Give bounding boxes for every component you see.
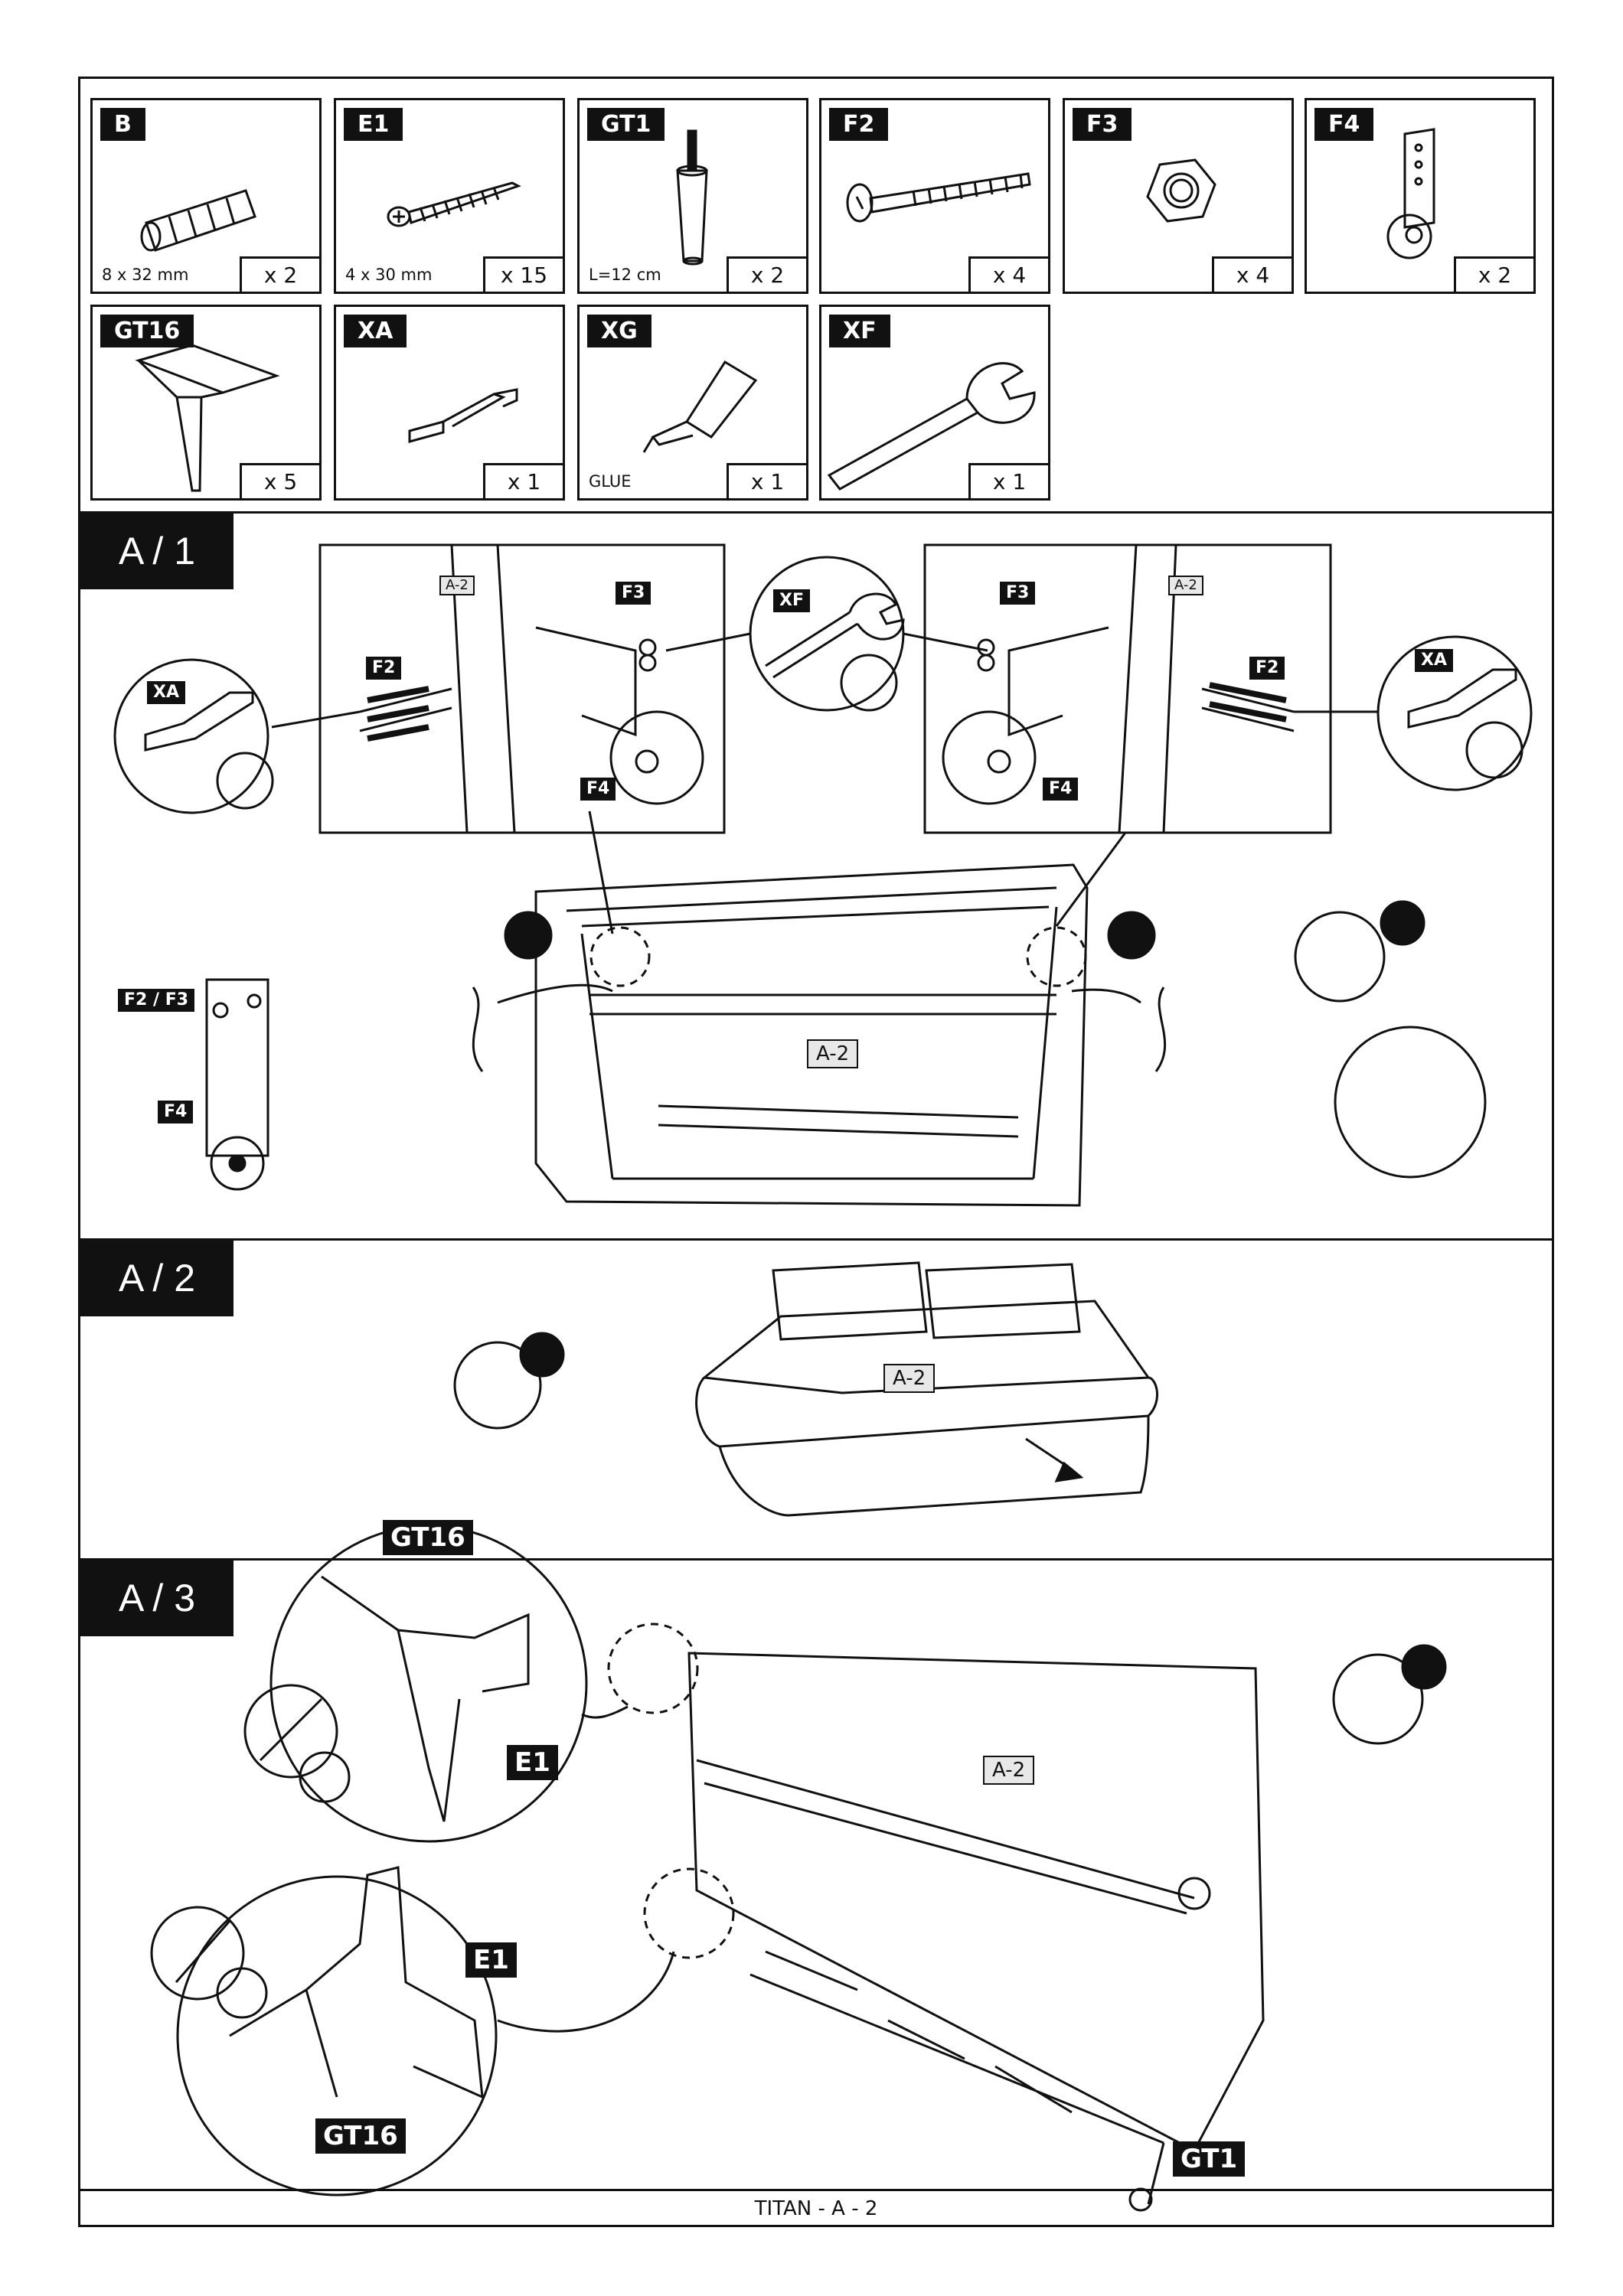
part-card-f3: F3 x 4: [1063, 98, 1294, 294]
leg-icon: [676, 129, 708, 266]
warning-icon: [504, 911, 553, 960]
part-card-xf: XF x 1: [819, 305, 1050, 501]
label-xf: XF: [773, 589, 810, 612]
label-f4: F4: [1043, 778, 1079, 801]
sofa-frame-a3: [687, 1652, 1265, 2153]
castor-wheel: [609, 710, 704, 805]
label-f2: F2: [1249, 657, 1285, 680]
part-code: GT16: [100, 315, 194, 347]
part-code: E1: [344, 108, 403, 141]
label-gt16: GT16: [315, 2118, 406, 2154]
detail-box-left: [318, 543, 726, 834]
part-card-b: B 8 x 32 mm x 2: [90, 98, 322, 294]
warning-icon: [1107, 911, 1156, 960]
label-f3: F3: [1000, 582, 1036, 605]
step-a2-header: A / 2: [80, 1240, 233, 1316]
part-card-e1: E1 4 x 30 mm x 15: [334, 98, 565, 294]
sofa-a2: [772, 1261, 928, 1341]
leg-detail-circle-top: [269, 1525, 588, 1843]
wrench-tool-circle: [749, 556, 905, 712]
castor-plate-icon: [1386, 128, 1435, 259]
label-f2-f3: F2 / F3: [118, 989, 195, 1012]
part-code: XA: [344, 315, 407, 347]
part-quantity: x 15: [483, 256, 563, 292]
label-gt16: GT16: [383, 1520, 473, 1555]
part-size: GLUE: [589, 472, 632, 491]
part-code: XF: [829, 315, 890, 347]
screw-icon: [387, 181, 521, 227]
allen-key-icon: [408, 388, 518, 443]
part-size: 8 x 32 mm: [102, 266, 189, 284]
leg-detail-circle-bottom: [176, 1875, 498, 2197]
part-quantity: x 2: [727, 256, 806, 292]
part-ref-label: A-2: [1168, 576, 1203, 595]
page-frame: [78, 77, 1554, 2227]
detail-box-right: [923, 543, 1332, 834]
part-quantity: x 4: [1212, 256, 1292, 292]
step-a1-header: A / 1: [80, 513, 233, 589]
label-f4: F4: [580, 778, 616, 801]
part-ref-label: A-2: [807, 1039, 859, 1068]
part-quantity: x 1: [968, 463, 1048, 498]
step-a3-header: A / 3: [80, 1560, 233, 1636]
section-divider: [78, 1238, 1554, 1241]
allen-key-tool-circle: [113, 658, 269, 814]
part-code: F4: [1314, 108, 1374, 141]
allen-key-tool-circle: [1376, 635, 1533, 791]
part-ref-label: A-2: [439, 576, 475, 595]
part-card-f4: F4 x 2: [1305, 98, 1536, 294]
glue-tube-icon: [642, 360, 758, 453]
label-f4: F4: [158, 1101, 194, 1124]
part-card-gt16: GT16 x 5: [90, 305, 322, 501]
section-divider: [78, 511, 1554, 514]
label-xa: XA: [147, 681, 185, 704]
part-quantity: x 2: [240, 256, 319, 292]
label-xa: XA: [1415, 649, 1453, 672]
nut-icon: [1146, 158, 1216, 223]
part-quantity: x 1: [483, 463, 563, 498]
two-person-icon: [1294, 911, 1386, 1003]
part-card-xa: XA x 1: [334, 305, 565, 501]
bolt-icon: [846, 172, 1031, 223]
part-size: L=12 cm: [589, 266, 661, 284]
plate-side-view: [205, 978, 269, 1157]
wrench-icon: [827, 362, 1036, 491]
part-card-gt1: GT1 L=12 cm x 2: [577, 98, 808, 294]
two-person-icon: [1332, 1653, 1424, 1745]
label-e1: E1: [507, 1745, 558, 1780]
label-e1: E1: [465, 1942, 517, 1978]
label-f3: F3: [616, 582, 651, 605]
part-ref-label: A-2: [983, 1756, 1035, 1785]
part-size: 4 x 30 mm: [345, 266, 433, 284]
part-code: F2: [829, 108, 889, 141]
section-divider: [78, 1558, 1554, 1561]
part-quantity: x 4: [968, 256, 1048, 292]
label-f2: F2: [366, 657, 402, 680]
label-gt1: GT1: [1173, 2141, 1246, 2177]
part-ref-label: A-2: [883, 1364, 936, 1393]
part-quantity: x 1: [727, 463, 806, 498]
castor-wheel: [942, 710, 1037, 805]
part-card-xg: XG GLUE x 1: [577, 305, 808, 501]
part-code: F3: [1073, 108, 1132, 141]
page-footer: TITAN - A - 2: [754, 2197, 878, 2220]
dowel-icon: [140, 189, 256, 252]
part-quantity: x 2: [1454, 256, 1533, 292]
metal-leg-icon: [135, 344, 280, 492]
part-code: GT1: [587, 108, 665, 141]
part-card-f2: F2 x 4: [819, 98, 1050, 294]
footer-divider: [78, 2189, 1554, 2191]
sofa-frame-a1: [534, 863, 1089, 1207]
part-quantity: x 5: [240, 463, 319, 498]
recycle-packaging-icon: [1334, 1026, 1487, 1179]
part-code: B: [100, 108, 145, 141]
two-person-icon: [453, 1341, 542, 1430]
part-code: XG: [587, 315, 651, 347]
